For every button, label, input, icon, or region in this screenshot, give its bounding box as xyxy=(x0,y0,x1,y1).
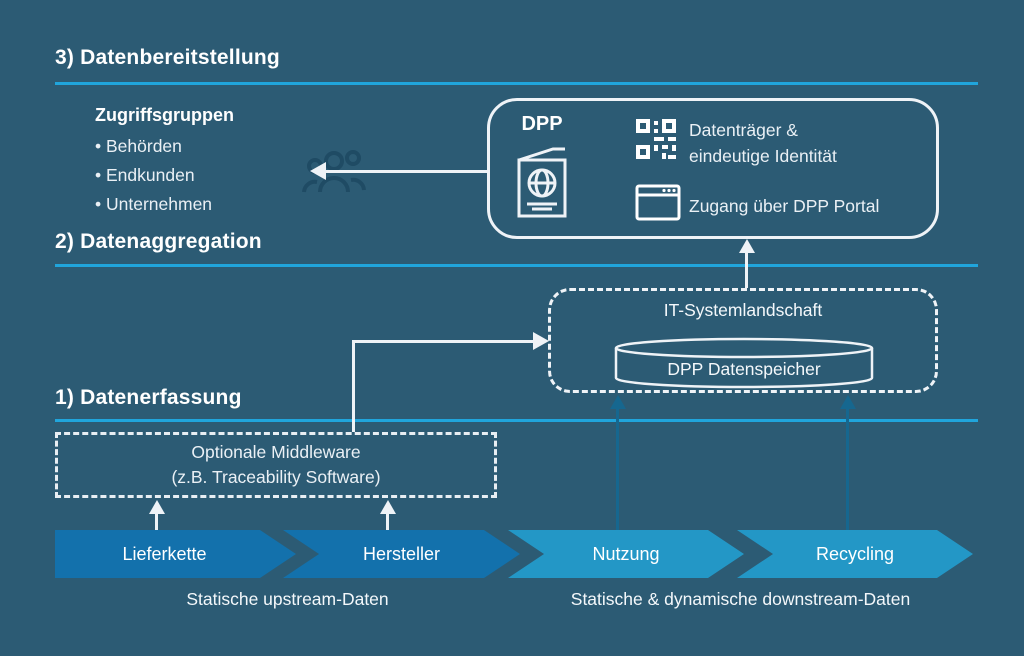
section-divider-1 xyxy=(55,419,978,422)
it-box-title: IT-Systemlandschaft xyxy=(663,300,823,320)
browser-window-icon xyxy=(635,184,681,221)
access-groups-title: Zugriffsgruppen xyxy=(95,105,234,125)
dpp-feature-portal-line1: Zugang über DPP Portal xyxy=(689,196,880,216)
nutzung-to-it-arrowhead xyxy=(610,395,626,409)
stage-label: Hersteller xyxy=(362,543,441,564)
hersteller-to-middleware-arrowhead xyxy=(380,500,396,514)
nutzung-to-it-line xyxy=(616,408,619,530)
access-groups-list: Behörden Endkunden Unternehmen xyxy=(95,132,212,219)
recycling-to-it-arrowhead xyxy=(840,395,856,409)
it-systemlandschaft-box: IT-Systemlandschaft DPP Datenspeicher xyxy=(548,288,938,393)
database-cylinder-icon: DPP Datenspeicher xyxy=(613,337,875,389)
it-to-dpp-arrowhead xyxy=(739,239,755,253)
middleware-line1: Optionale Middleware xyxy=(191,442,361,462)
dpp-feature-datentraeger-line1: Datenträger & xyxy=(689,120,798,140)
lieferkette-to-middleware-line xyxy=(155,512,158,530)
middleware-to-it-arrowhead xyxy=(533,332,549,350)
hersteller-to-middleware-line xyxy=(386,512,389,530)
middleware-to-it-line-horizontal xyxy=(352,340,534,343)
dpp-feature-datentraeger: Datenträger & eindeutige Identität xyxy=(689,117,837,169)
access-group-item: Endkunden xyxy=(95,161,212,190)
section-title-datenaggregation: 2) Datenaggregation xyxy=(55,230,262,253)
dpp-feature-portal: Zugang über DPP Portal xyxy=(689,193,879,219)
downstream-caption: Statische & dynamische downstream-Daten xyxy=(570,589,911,609)
stage-label: Lieferkette xyxy=(122,543,207,564)
dpp-box-title: DPP xyxy=(521,113,563,135)
passport-icon xyxy=(516,145,568,219)
lieferkette-to-middleware-arrowhead xyxy=(149,500,165,514)
section-title-datenerfassung: 1) Datenerfassung xyxy=(55,386,242,409)
recycling-to-it-line xyxy=(846,408,849,530)
section-title-datenbereitstellung: 3) Datenbereitstellung xyxy=(55,46,280,69)
stage-label: Nutzung xyxy=(592,543,660,564)
lifecycle-stage-hersteller: Hersteller xyxy=(283,530,520,578)
middleware-to-it-line-vertical xyxy=(352,341,355,432)
datastore-label: DPP Datenspeicher xyxy=(667,359,821,379)
middleware-box: Optionale Middleware (z.B. Traceability … xyxy=(55,432,497,498)
dpp-to-accessgroups-arrowhead xyxy=(310,162,326,180)
lifecycle-stage-lieferkette: Lieferkette xyxy=(55,530,296,578)
stage-label: Recycling xyxy=(815,543,895,564)
access-group-item: Behörden xyxy=(95,132,212,161)
upstream-caption: Statische upstream-Daten xyxy=(186,589,389,609)
user-group-icon xyxy=(300,146,368,198)
dpp-feature-datentraeger-line2: eindeutige Identität xyxy=(689,146,837,166)
lifecycle-stage-nutzung: Nutzung xyxy=(508,530,744,578)
lifecycle-stage-recycling: Recycling xyxy=(737,530,973,578)
qr-code-icon xyxy=(636,119,676,159)
dpp-passport-box: DPP xyxy=(487,98,939,239)
section-divider-2 xyxy=(55,264,978,267)
access-group-item: Unternehmen xyxy=(95,190,212,219)
it-to-dpp-line xyxy=(745,252,748,288)
dpp-to-accessgroups-line xyxy=(325,170,487,173)
section-divider-3 xyxy=(55,82,978,85)
middleware-line2: (z.B. Traceability Software) xyxy=(171,467,381,487)
